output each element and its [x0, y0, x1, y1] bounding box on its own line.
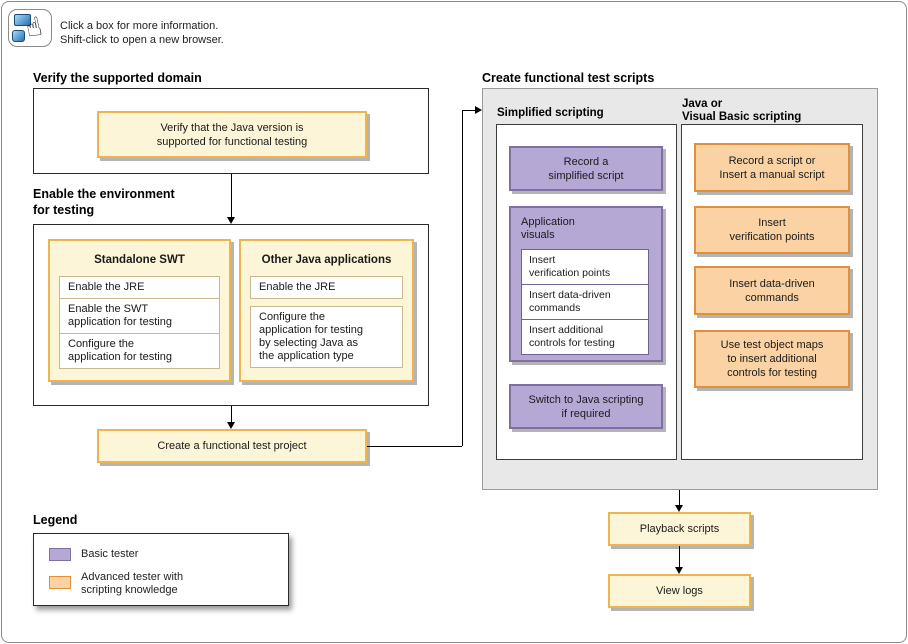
insert-verification-points-item[interactable]: Insert verification points [521, 249, 649, 285]
click-hint-text: Click a box for more information. Shift-… [60, 19, 224, 47]
arrowhead-verify-to-enable [227, 217, 235, 224]
verify-java-version-box[interactable]: Verify that the Java version is supporte… [97, 111, 367, 158]
enable-jre-item[interactable]: Enable the JRE [59, 276, 220, 299]
arrowhead-playback-to-logs [675, 567, 683, 574]
standalone-swt-title: Standalone SWT [94, 254, 185, 266]
connector-scripts-to-playback [679, 490, 680, 505]
configure-application-item[interactable]: Configure the application for testing [59, 333, 220, 369]
hand-cursor-icon: ☝ [23, 11, 45, 45]
advanced-tester-swatch [49, 576, 71, 589]
insert-data-driven-commands-box[interactable]: Insert data-driven commands [694, 266, 850, 315]
playback-scripts-box[interactable]: Playback scripts [608, 512, 751, 546]
enable-jre-item[interactable]: Enable the JRE [250, 276, 403, 299]
basic-tester-swatch [49, 548, 71, 561]
connector-project-horizontal [367, 446, 462, 447]
other-java-title: Other Java applications [261, 254, 392, 266]
configure-java-type-item[interactable]: Configure the application for testing by… [250, 306, 403, 368]
advanced-tester-label: Advanced tester with scripting knowledge [81, 571, 184, 596]
view-logs-box[interactable]: View logs [608, 574, 751, 608]
create-project-box[interactable]: Create a functional test project [97, 429, 367, 463]
insert-additional-controls-item[interactable]: Insert additional controls for testing [521, 319, 649, 355]
simplified-scripting-label: Simplified scripting [497, 107, 604, 119]
hint-line-1: Click a box for more information. [60, 20, 219, 32]
arrowhead-into-scripts [475, 106, 482, 114]
hint-line-2: Shift-click to open a new browser. [60, 34, 224, 46]
arrowhead-enable-to-project [227, 422, 235, 429]
flow-box-icon [12, 30, 25, 42]
connector-into-scripts [462, 110, 475, 111]
connector-verify-to-enable [231, 174, 232, 217]
record-simplified-script-box[interactable]: Record a simplified script [509, 146, 663, 191]
basic-tester-label: Basic tester [81, 548, 139, 560]
record-script-box[interactable]: Record a script or Insert a manual scrip… [694, 143, 850, 192]
create-scripts-heading: Create functional test scripts [482, 71, 655, 85]
flow-box-icon [14, 14, 31, 26]
legend-heading: Legend [33, 513, 78, 527]
standalone-swt-group: Standalone SWT Enable the JRE Enable the… [48, 239, 231, 382]
insert-data-driven-commands-item[interactable]: Insert data-driven commands [521, 284, 649, 320]
use-test-object-maps-box[interactable]: Use test object maps to insert additiona… [694, 330, 850, 388]
java-vb-scripting-label: Java or Visual Basic scripting [682, 98, 802, 123]
connector-enable-to-project [231, 406, 232, 422]
application-visuals-title: Application visuals [521, 216, 575, 241]
connector-project-vertical [462, 110, 463, 446]
legend-box: Basic tester Advanced tester with script… [33, 533, 289, 606]
verify-domain-heading: Verify the supported domain [33, 71, 202, 85]
arrowhead-scripts-to-playback [675, 505, 683, 512]
switch-to-java-box[interactable]: Switch to Java scripting if required [509, 384, 663, 429]
click-hint-icon: ☝ [8, 9, 52, 47]
enable-environment-heading: Enable the environment for testing [33, 187, 175, 217]
other-java-applications-group: Other Java applications Enable the JRE C… [239, 239, 414, 382]
connector-playback-to-logs [679, 546, 680, 567]
insert-verification-points-box[interactable]: Insert verification points [694, 206, 850, 254]
application-visuals-group[interactable]: Application visuals Insert verification … [509, 206, 663, 362]
enable-swt-application-item[interactable]: Enable the SWT application for testing [59, 298, 220, 334]
